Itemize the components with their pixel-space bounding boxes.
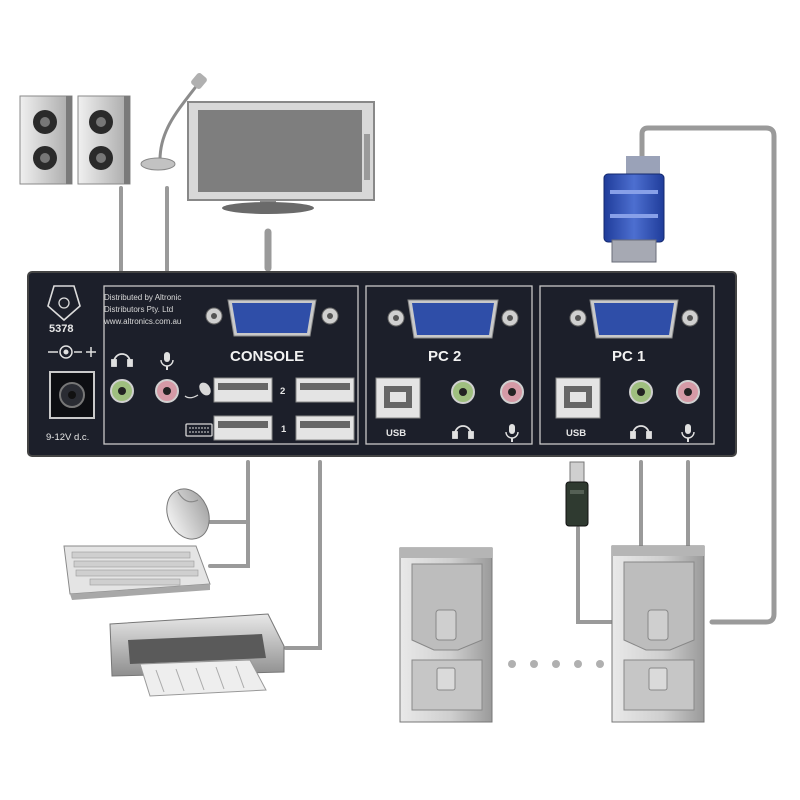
console-mic-icon	[160, 352, 174, 370]
usb-cable-plug	[565, 461, 589, 527]
certification-mark-icon	[47, 285, 81, 322]
pc1-usb-cable	[576, 526, 616, 624]
printer-cable	[284, 460, 322, 650]
certification-number: 5378	[49, 323, 73, 335]
microphone-icon	[140, 73, 207, 171]
power-section: 5378 9-12V d.c.	[46, 285, 96, 443]
ellipsis-dots	[508, 660, 604, 668]
monitor-icon	[187, 101, 375, 214]
right-speaker	[77, 95, 131, 185]
pc1-section: PC 1 USB	[539, 285, 715, 445]
pc1-vga-cable	[639, 125, 777, 625]
mouse-symbol-icon	[184, 382, 211, 399]
power-rating-label: 9-12V d.c.	[46, 432, 89, 443]
pc2-usb-label: USB	[386, 428, 406, 439]
console-usb-port-1a[interactable]	[213, 415, 273, 441]
mouse-cable	[208, 460, 250, 524]
pc1-usb-label: USB	[566, 428, 586, 439]
console-usb-port-1b[interactable]	[295, 415, 355, 441]
distributor-line-2: Distributors Pty. Ltd	[104, 305, 173, 314]
console-label: CONSOLE	[230, 348, 304, 365]
console-vga-port[interactable]	[205, 299, 339, 337]
pc1-headphone-icon	[630, 425, 652, 439]
distributor-line-1: Distributed by Altronic	[104, 293, 181, 302]
pc2-headphone-icon	[452, 425, 474, 439]
pc2-label: PC 2	[428, 348, 461, 365]
usb-row-2-label: 2	[280, 386, 285, 397]
console-headphone-icon	[111, 353, 133, 367]
console-usb-port-2a[interactable]	[213, 377, 273, 403]
mouse-icon	[166, 488, 210, 540]
printer-icon	[109, 613, 285, 697]
pc1-mic-icon	[681, 424, 695, 442]
distributor-website: www.altronics.com.au	[103, 317, 181, 326]
console-section: CONSOLE	[103, 285, 359, 445]
pc2-usb-b-port[interactable]	[375, 377, 421, 419]
left-speaker	[19, 95, 73, 185]
pc1-label: PC 1	[612, 348, 645, 365]
pc2-vga-port[interactable]	[387, 299, 519, 339]
usb-row-1-label: 1	[281, 424, 287, 435]
console-usb-port-2b[interactable]	[295, 377, 355, 403]
keyboard-cable	[208, 518, 250, 568]
kvm-rear-panel: 5378 9-12V d.c. Distributed by Altronic …	[27, 271, 737, 457]
keyboard-icon	[63, 545, 211, 600]
pc2-mic-icon	[505, 424, 519, 442]
vga-cable-connector	[603, 156, 665, 263]
pc2-tower	[399, 547, 493, 723]
cables	[119, 125, 777, 650]
keyboard-symbol-icon	[185, 423, 213, 437]
dc-polarity-icon	[48, 345, 96, 359]
pc1-usb-b-port[interactable]	[555, 377, 601, 419]
pc1-tower	[611, 545, 705, 723]
distributor-info: Distributed by Altronic Distributors Pty…	[103, 293, 181, 326]
speakers	[19, 95, 131, 185]
pc1-vga-port[interactable]	[569, 299, 699, 339]
pc2-section: PC 2 USB	[365, 285, 533, 445]
